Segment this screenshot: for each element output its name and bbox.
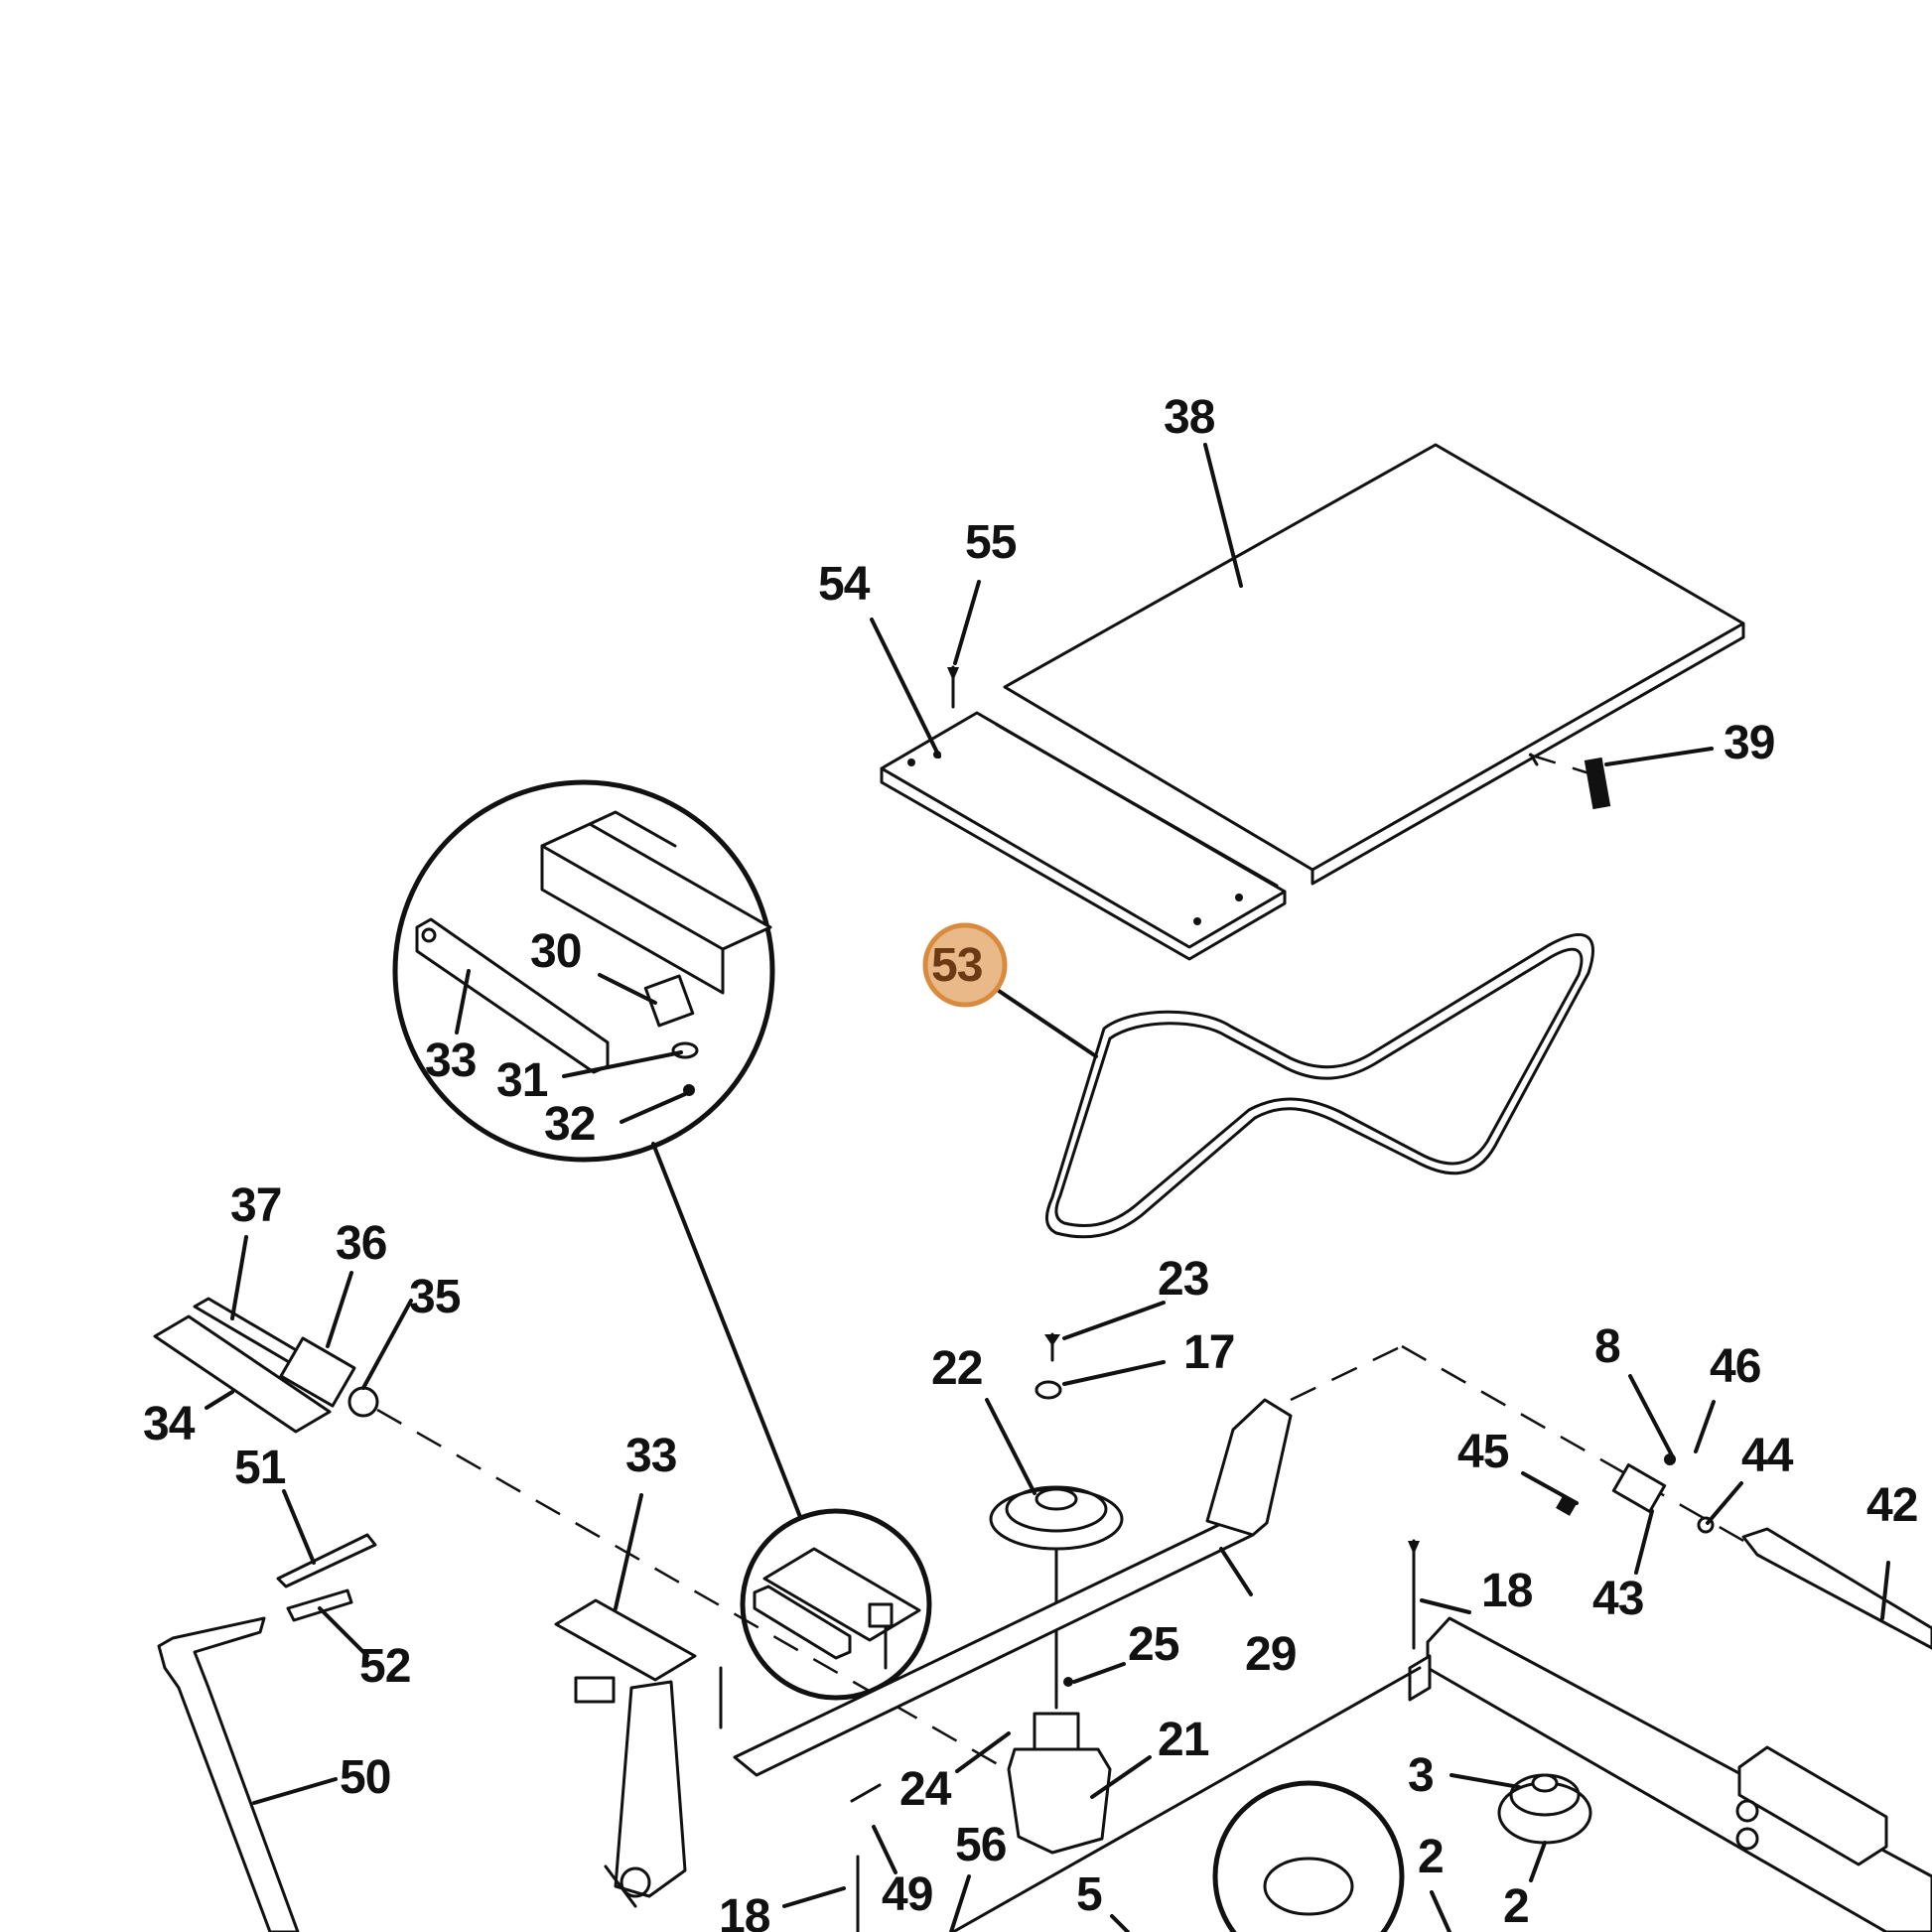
- callout-2-top: 2: [1418, 1831, 1444, 1883]
- frame-tube: [733, 1344, 1932, 1777]
- callout-52: 52: [359, 1640, 410, 1693]
- mower-deck-frame: [951, 1539, 1932, 1932]
- callout-31: 31: [496, 1054, 548, 1107]
- callout-18-right: 18: [1481, 1565, 1533, 1617]
- callout-33: 33: [625, 1430, 676, 1482]
- latch: [1528, 753, 1611, 810]
- drive-belt: [1045, 933, 1594, 1239]
- callout-36: 36: [336, 1217, 386, 1270]
- rod-assembly: [153, 1297, 1004, 1769]
- callout-51: 51: [234, 1442, 286, 1494]
- callout-25: 25: [1128, 1618, 1179, 1671]
- callout-45: 45: [1457, 1426, 1509, 1478]
- lever-arm: [157, 1533, 377, 1932]
- callout-43: 43: [1592, 1573, 1643, 1625]
- callout-8: 8: [1594, 1320, 1620, 1373]
- callout-42: 42: [1866, 1479, 1917, 1532]
- callout-21: 21: [1158, 1714, 1209, 1766]
- callout-50: 50: [340, 1751, 390, 1804]
- callout-56: 56: [955, 1819, 1006, 1871]
- callout-53: 53: [931, 939, 982, 992]
- callout-32: 32: [544, 1098, 595, 1151]
- callout-46: 46: [1710, 1340, 1760, 1393]
- callout-55: 55: [965, 516, 1017, 569]
- right-small-parts: [1556, 1453, 1932, 1650]
- screw: [947, 665, 959, 709]
- callout-22: 22: [931, 1342, 982, 1395]
- callout-49: 49: [882, 1868, 932, 1921]
- callout-3: 3: [1408, 1749, 1434, 1802]
- callout-33-inset: 33: [425, 1035, 476, 1087]
- callout-labels: 38 55 54 39 53 30 33 31 32 37 36 35 34 2…: [143, 391, 1918, 1932]
- callout-29: 29: [1245, 1628, 1296, 1681]
- callout-54: 54: [818, 558, 871, 611]
- callout-34: 34: [143, 1398, 196, 1450]
- callout-2-bottom: 2: [1503, 1880, 1529, 1932]
- leader-lines: [205, 443, 1890, 1932]
- callout-23: 23: [1158, 1253, 1208, 1306]
- detail-inset-small: [740, 1508, 932, 1701]
- center-pedal-parts: [554, 1598, 882, 1932]
- callout-18-bottom: 18: [719, 1890, 770, 1932]
- callout-39: 39: [1724, 717, 1774, 769]
- callout-5: 5: [1076, 1868, 1102, 1921]
- detail-connector-line: [651, 1142, 802, 1519]
- callout-37: 37: [230, 1179, 281, 1232]
- deck-cover-plate: [1003, 443, 1745, 886]
- detail-inset-large: [392, 779, 775, 1163]
- callout-35: 35: [409, 1271, 461, 1323]
- callout-38: 38: [1164, 391, 1215, 444]
- callout-17: 17: [1183, 1326, 1234, 1379]
- callout-30: 30: [530, 925, 581, 978]
- highlight-marker: [922, 922, 1008, 1008]
- callout-44: 44: [1741, 1430, 1794, 1482]
- pulley-spindle: [989, 1332, 1124, 1855]
- callout-24: 24: [899, 1763, 952, 1816]
